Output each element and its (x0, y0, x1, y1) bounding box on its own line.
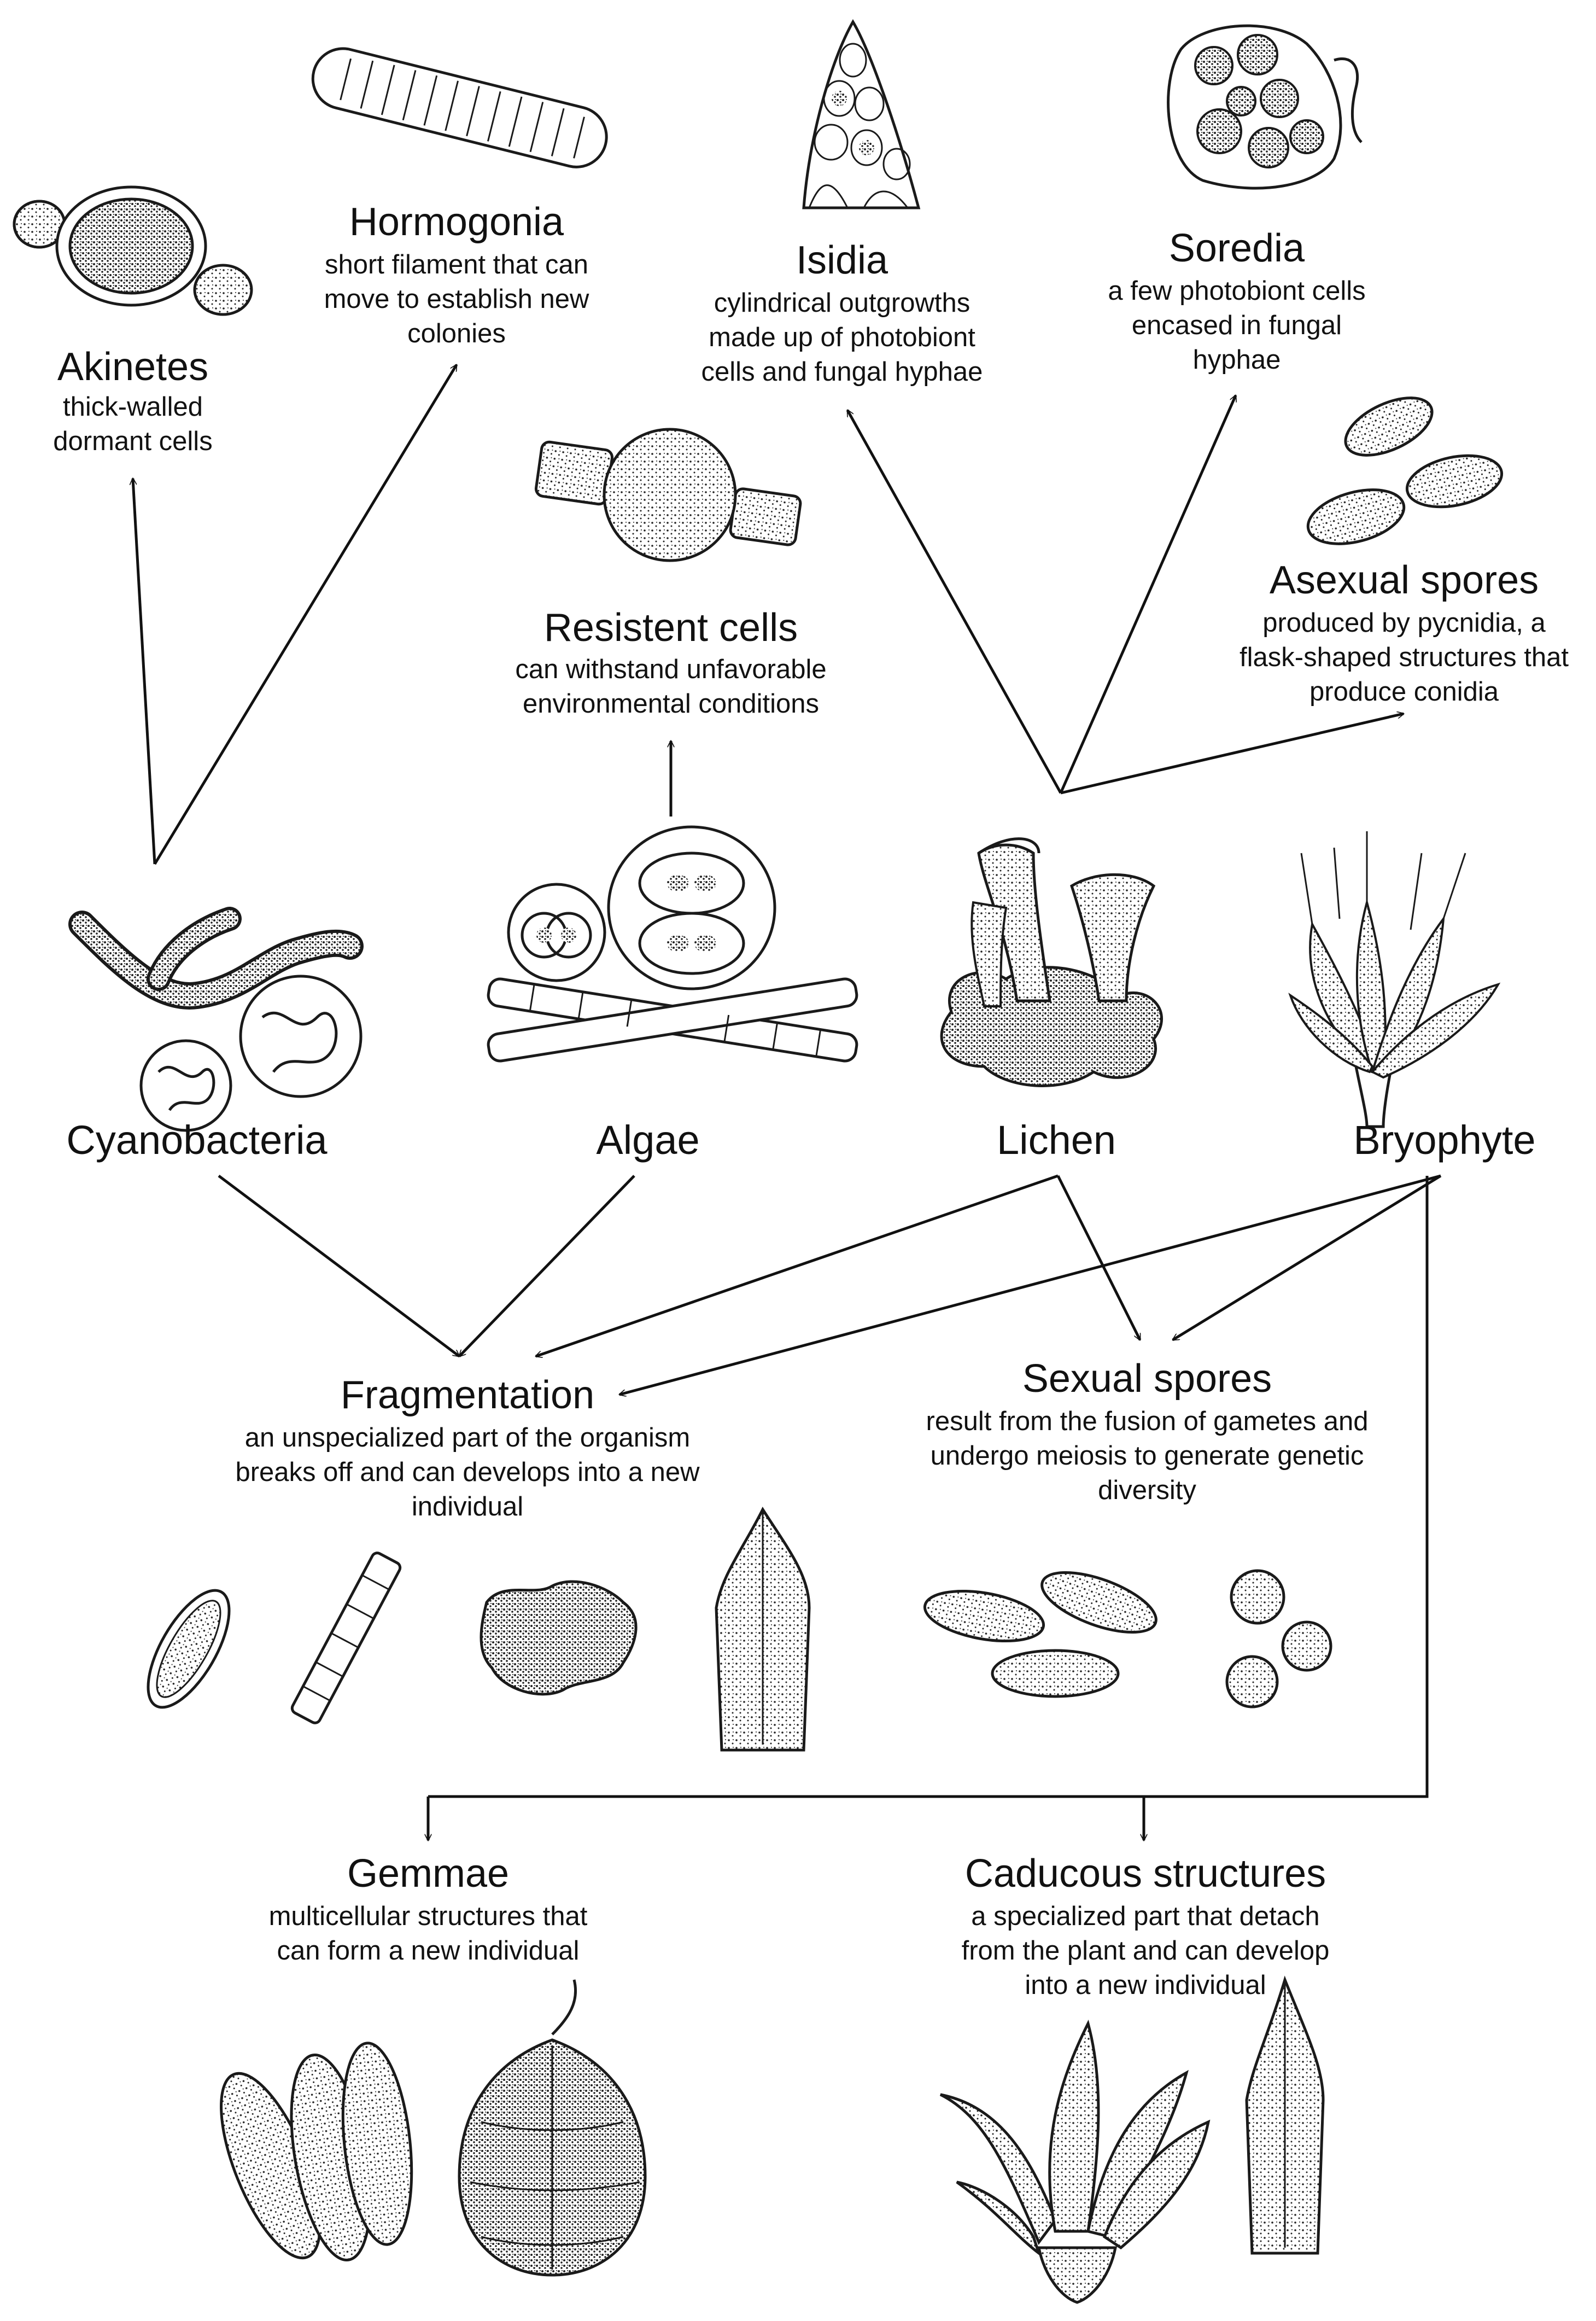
caducous-title: Caducous structures (965, 1852, 1326, 1896)
sexual-title: Sexual spores (1022, 1357, 1272, 1401)
soredium-icon (1167, 24, 1363, 190)
node-resistent-cells: Resistent cells can withstand unfavorabl… (515, 606, 826, 719)
arrow-cyanobacteria-hormogonia (153, 365, 458, 865)
asexual-spores-icon (1306, 396, 1504, 545)
akinetes-desc-1: thick-walled (63, 392, 203, 422)
arrow-bryophyte-sexual (1173, 1174, 1442, 1342)
soredia-desc-1: a few photobiont cells (1108, 276, 1365, 306)
gemmae-desc-2: can form a new individual (277, 1936, 580, 1966)
caducous-desc-3: into a new individual (1025, 1970, 1266, 2000)
resistent-desc-1: can withstand unfavorable (515, 655, 826, 684)
organism-algae: Algae (596, 1117, 699, 1163)
node-akinetes: Akinetes thick-walled dormant cells (53, 345, 212, 456)
node-asexual-spores: Asexual spores produced by pycnidia, a f… (1240, 558, 1569, 707)
organism-labels: Cyanobacteria Algae Lichen Bryophyte (66, 1117, 1535, 1163)
akinetes-title: Akinetes (57, 345, 208, 389)
node-fragmentation: Fragmentation an unspecialized part of t… (235, 1373, 700, 1521)
arrow-algae-fragmentation (459, 1175, 635, 1356)
asexual-desc-1: produced by pycnidia, a (1262, 608, 1546, 638)
node-gemmae: Gemmae multicellular structures that can… (269, 1852, 588, 1966)
fragmentation-desc-2: breaks off and can develops into a new (235, 1457, 700, 1487)
hormogonia-title: Hormogonia (349, 200, 564, 244)
isidia-desc-1: cylindrical outgrowths (714, 288, 970, 318)
node-hormogonia: Hormogonia short filament that can move … (324, 200, 589, 348)
sexual-spores-icon (923, 1569, 1332, 1708)
asexual-title: Asexual spores (1270, 558, 1539, 602)
gemmae-icon (220, 1979, 647, 2277)
resistent-desc-2: environmental conditions (523, 689, 819, 719)
isidia-desc-2: made up of photobiont (709, 323, 975, 352)
arrow-lichen-sexual (1056, 1175, 1142, 1340)
fragmentation-title: Fragmentation (341, 1373, 594, 1417)
isidia-desc-3: cells and fungal hyphae (701, 357, 983, 387)
resistent-title: Resistent cells (544, 606, 798, 650)
caducous-structure-icon (939, 1975, 1325, 2304)
asexual-desc-3: produce conidia (1309, 677, 1499, 707)
akinetes-desc-2: dormant cells (53, 427, 212, 456)
caducous-desc-1: a specialized part that detach (971, 1902, 1319, 1931)
arrow-lichen-fragmentation (536, 1174, 1059, 1356)
sexual-desc-3: diversity (1098, 1476, 1196, 1505)
node-sexual-spores: Sexual spores result from the fusion of … (926, 1357, 1369, 1505)
sexual-desc-2: undergo meiosis to generate genetic (931, 1441, 1364, 1471)
caducous-desc-2: from the plant and can develop (962, 1936, 1330, 1966)
hormogonium-filament-icon (311, 47, 608, 168)
organism-lichen: Lichen (997, 1117, 1116, 1163)
isidium-icon (802, 19, 921, 209)
cyanobacteria-colony-icon (68, 907, 364, 1132)
gemmae-title: Gemmae (347, 1852, 509, 1896)
arrow-cyanobacteria-fragmentation (218, 1175, 459, 1357)
gemmae-desc-1: multicellular structures that (269, 1902, 588, 1931)
arrow-cyanobacteria-akinetes (133, 479, 156, 865)
soredia-desc-2: encased in fungal (1132, 311, 1342, 340)
arrow-lichen-asexual (1060, 714, 1404, 795)
organism-cyanobacteria: Cyanobacteria (66, 1117, 328, 1163)
organism-bryophyte: Bryophyte (1353, 1117, 1535, 1163)
bryophyte-shoot-icon (1288, 831, 1501, 1128)
sexual-desc-1: result from the fusion of gametes and (926, 1407, 1369, 1436)
fragmentation-desc-3: individual (412, 1492, 523, 1521)
algae-cells-icon (487, 825, 858, 1063)
lichen-thallus-icon (940, 837, 1163, 1087)
soredia-title: Soredia (1169, 226, 1305, 270)
arrow-lichen-isidia (846, 410, 1062, 794)
node-caducous-structures: Caducous structures a specialized part t… (962, 1852, 1330, 2000)
fragmentation-desc-1: an unspecialized part of the organism (245, 1423, 690, 1453)
node-isidia: Isidia cylindrical outgrowths made up of… (701, 238, 983, 387)
akinete-cell-icon (13, 185, 253, 316)
connector-bryophyte-vegetative (428, 1176, 1429, 1798)
arrow-bryophyte-fragmentation (619, 1174, 1441, 1395)
fragment-icon (147, 1506, 811, 1752)
hormogonia-desc-2: move to establish new (324, 284, 589, 314)
arrow-lichen-soredia (1059, 395, 1237, 794)
node-soredia: Soredia a few photobiont cells encased i… (1108, 226, 1365, 375)
resistent-cell-icon (534, 428, 802, 562)
asexual-desc-2: flask-shaped structures that (1240, 643, 1569, 672)
arrows (133, 365, 1442, 1840)
soredia-desc-3: hyphae (1193, 345, 1281, 375)
isidia-title: Isidia (796, 238, 888, 282)
hormogonia-desc-3: colonies (407, 319, 506, 348)
hormogonia-desc-1: short filament that can (325, 250, 588, 279)
